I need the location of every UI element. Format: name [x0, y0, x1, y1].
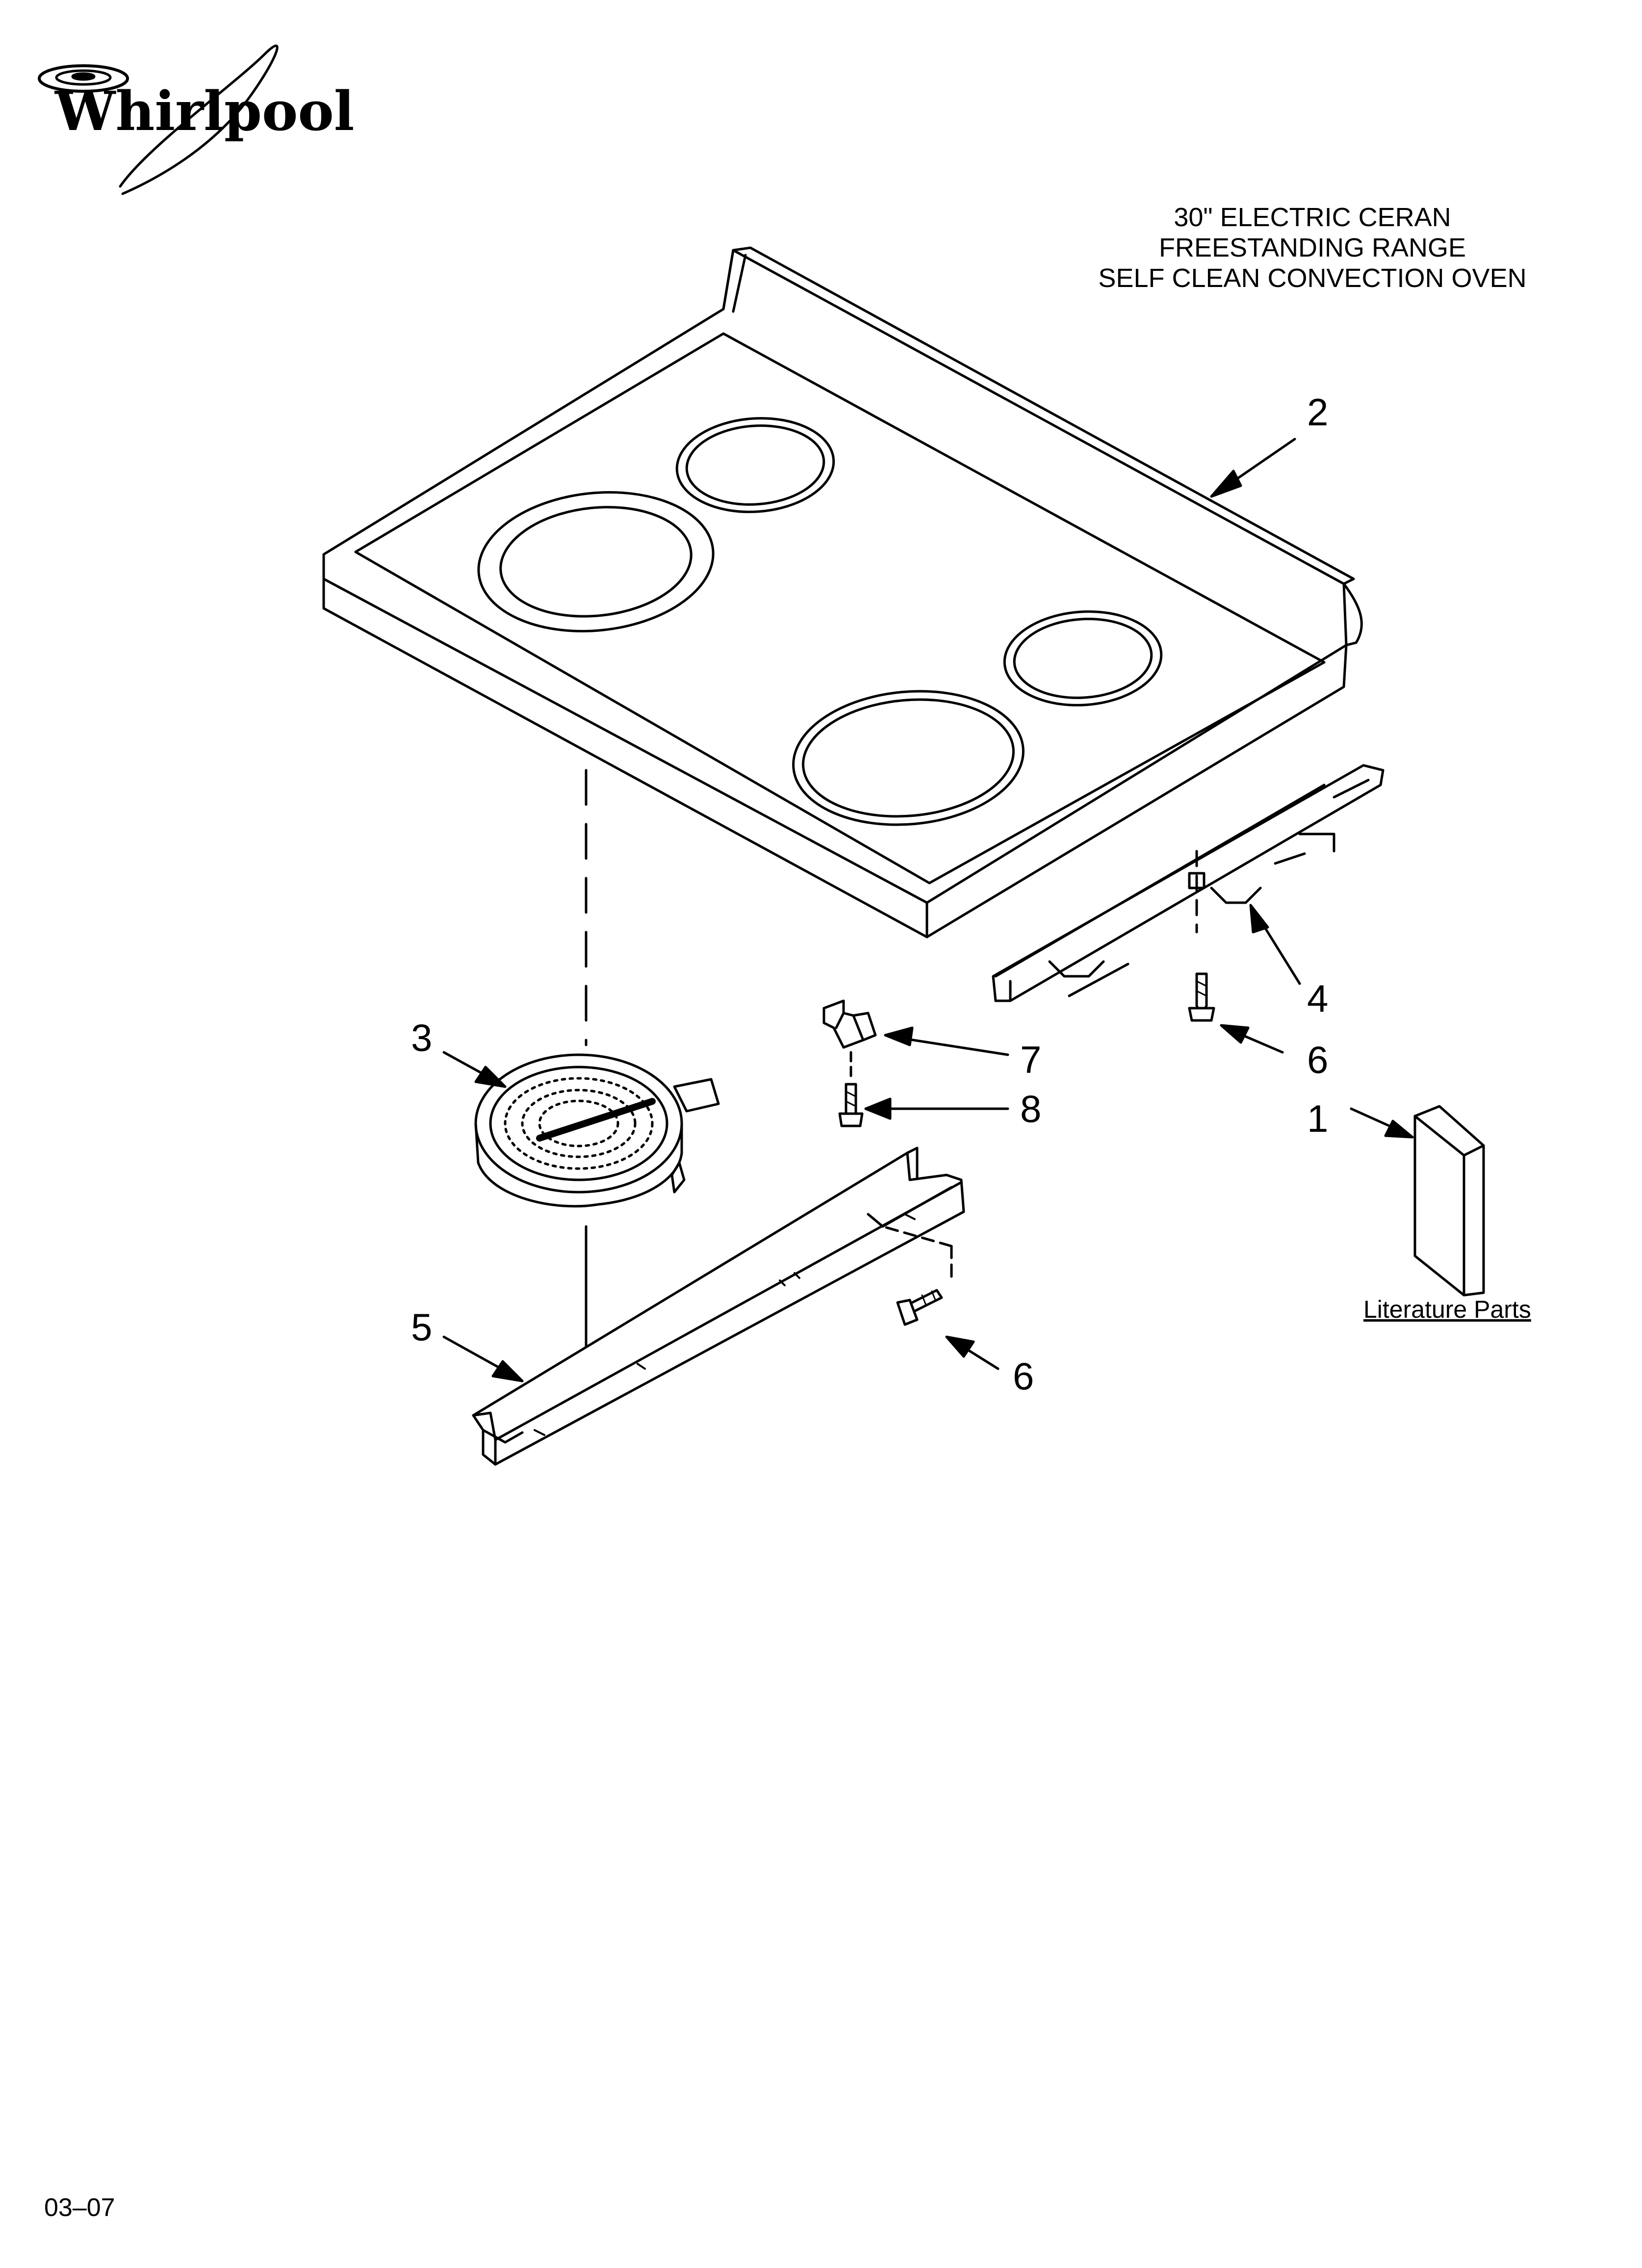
title-line-3: SELF CLEAN CONVECTION OVEN: [1098, 263, 1527, 293]
screw-part-8: [838, 1051, 864, 1127]
leader-arrow-4: [1249, 904, 1301, 985]
whirlpool-wordmark: Whirlpool: [54, 79, 354, 143]
screw-part-6-upper: [1188, 972, 1215, 1022]
callout-1: 1: [1307, 1097, 1329, 1140]
screw-part-6-lower: [896, 1289, 943, 1326]
leader-arrow-6-lower: [945, 1335, 1000, 1370]
leader-arrow-5: [442, 1335, 524, 1382]
leader-arrow-2: [1210, 438, 1296, 498]
callout-8: 8: [1020, 1087, 1042, 1130]
document-revision-code: 03–07: [44, 2193, 115, 2222]
callout-2: 2: [1307, 391, 1329, 434]
whirlpool-logo: Whirlpool: [38, 44, 354, 195]
model-title-block: 30" ELECTRIC CERAN FREESTANDING RANGE SE…: [1043, 202, 1582, 293]
clip-part-7: [822, 999, 877, 1049]
callout-5: 5: [411, 1305, 433, 1349]
leader-arrow-7: [884, 1026, 1009, 1056]
cooktop-glass-part-2: [322, 246, 1363, 938]
leader-arrow-1: [1350, 1107, 1414, 1139]
callout-4: 4: [1307, 977, 1329, 1020]
leader-arrow-8: [864, 1097, 1009, 1120]
front-bracket-part-5: [472, 1147, 965, 1466]
callout-6-upper: 6: [1307, 1038, 1329, 1081]
literature-parts-label: Literature Parts: [1363, 1296, 1531, 1323]
callout-7: 7: [1020, 1038, 1042, 1081]
title-line-2: FREESTANDING RANGE: [1158, 233, 1466, 262]
callout-3: 3: [411, 1016, 433, 1059]
leader-arrow-3: [442, 1051, 507, 1088]
title-line-1: 30" ELECTRIC CERAN: [1174, 203, 1451, 232]
leader-arrow-6-upper: [1220, 1024, 1284, 1054]
literature-booklet-part-1: [1413, 1105, 1485, 1297]
callout-6-lower: 6: [1013, 1355, 1034, 1398]
radiant-surface-element-part-3: [474, 1053, 720, 1208]
rear-bracket-part-4: [992, 764, 1385, 1002]
